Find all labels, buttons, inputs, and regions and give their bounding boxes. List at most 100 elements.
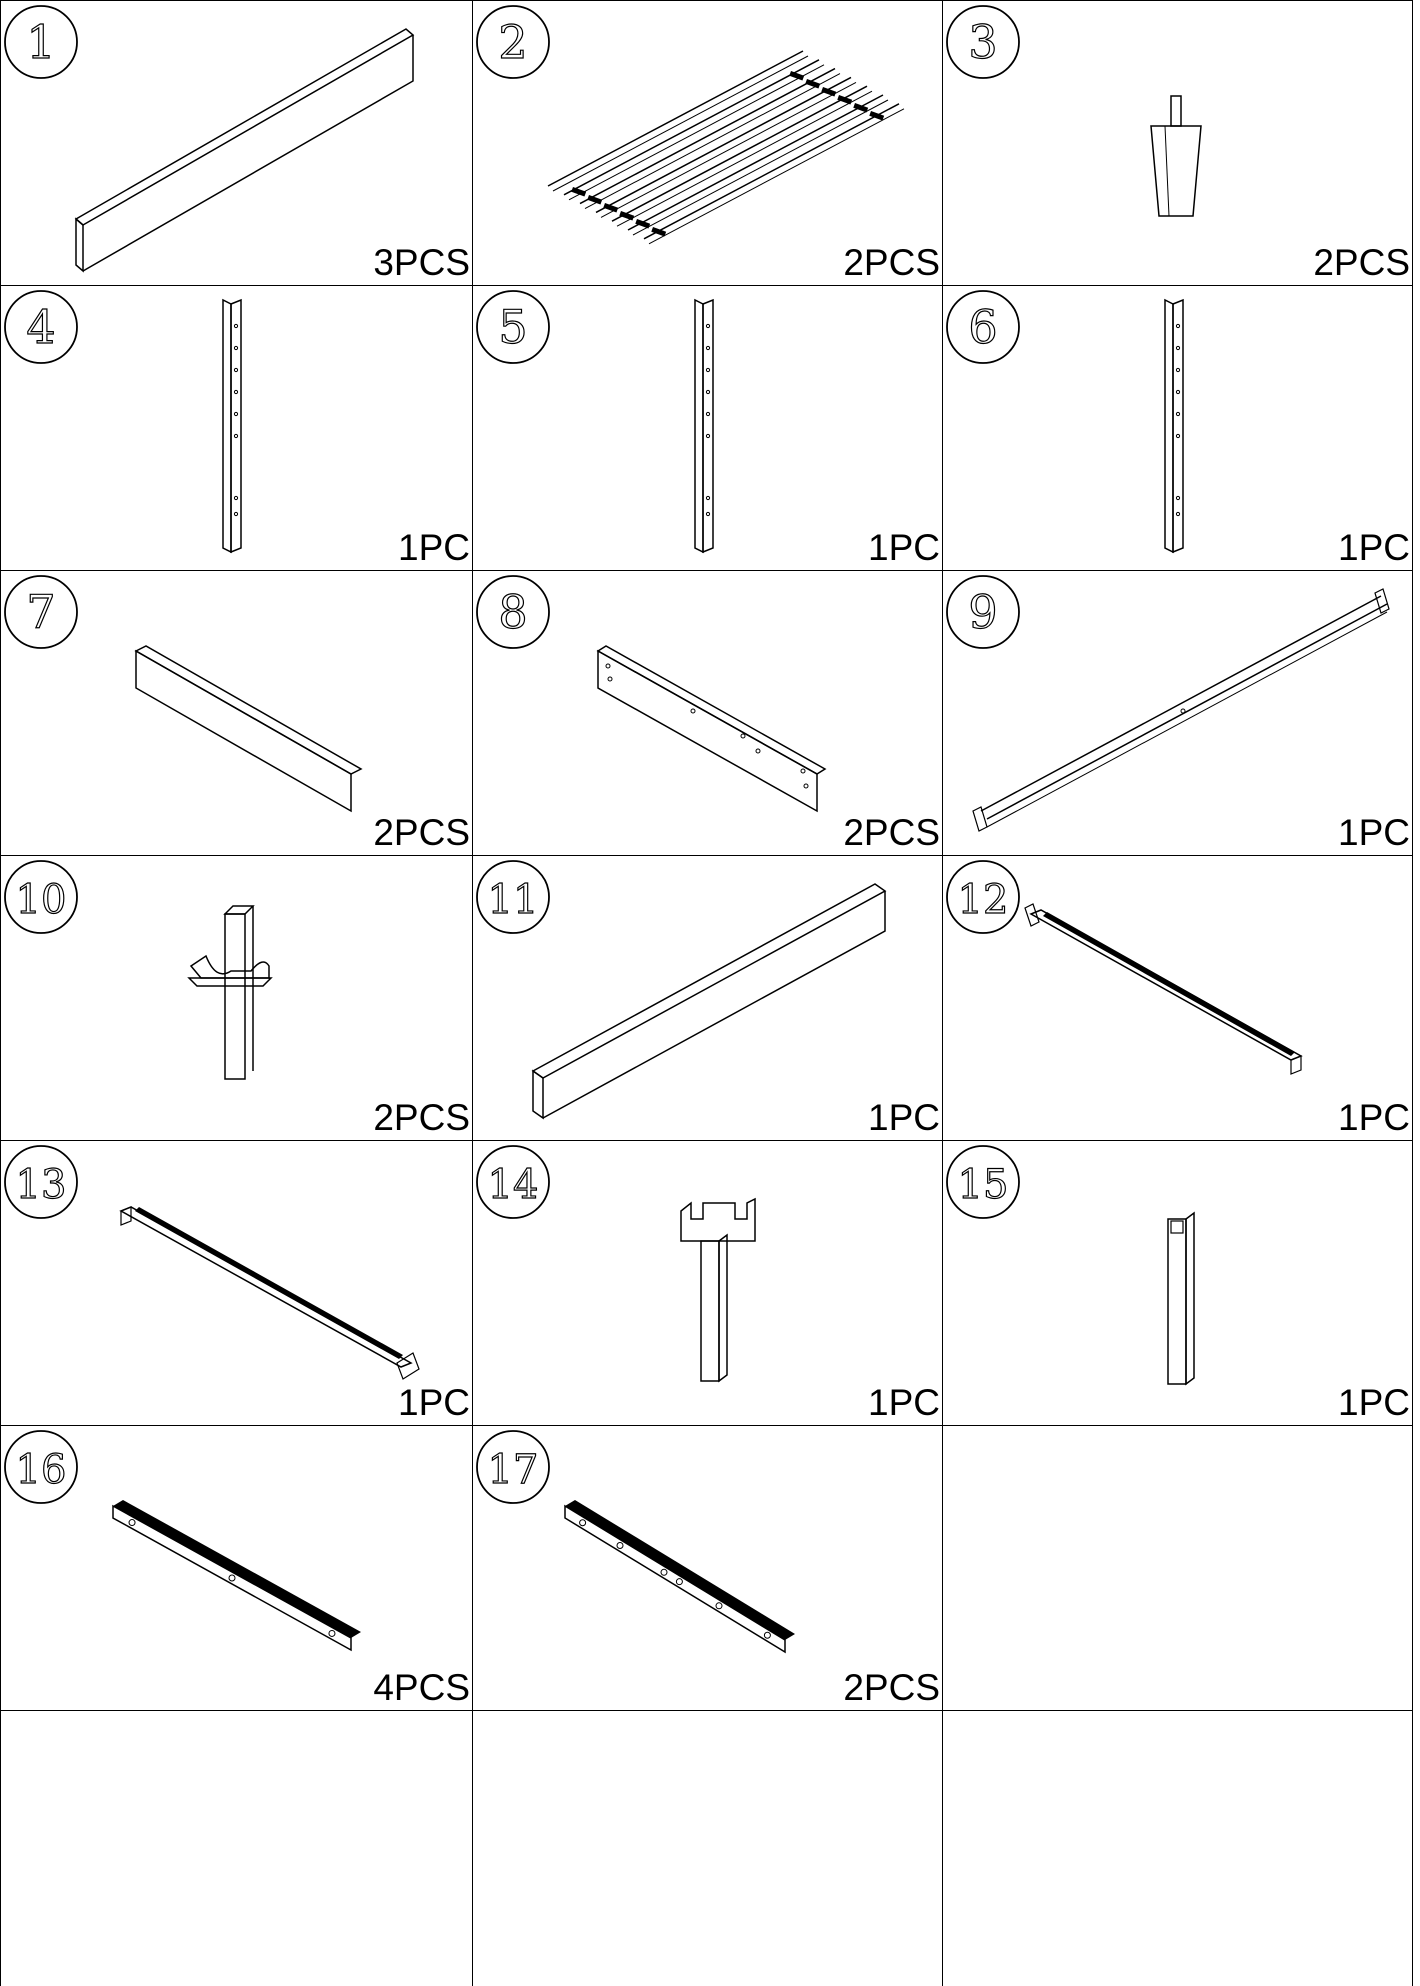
part-number: 1 xyxy=(26,15,55,69)
part-number: 4 xyxy=(26,300,55,354)
badge-circle xyxy=(4,5,78,79)
part-cell: 3 2PCS xyxy=(943,1,1412,285)
drilled-bar-icon xyxy=(112,1500,361,1652)
long-flat-board-icon xyxy=(74,28,415,273)
metal-channel-rail-icon xyxy=(119,1206,420,1380)
metal-rail-icon xyxy=(972,588,1390,832)
square-beam-icon xyxy=(531,883,887,1120)
part-quantity: 1PC xyxy=(868,1097,940,1138)
part-number: 10 xyxy=(16,877,67,923)
part-number-badge: 11 xyxy=(476,860,550,934)
metal-channel-rail-icon xyxy=(1024,903,1303,1075)
part-number-badge: 8 xyxy=(476,575,550,649)
part-number: 3 xyxy=(968,15,997,69)
badge-circle xyxy=(476,575,550,649)
part-quantity: 4PCS xyxy=(373,1667,470,1708)
badge-circle xyxy=(946,290,1020,364)
drilled-post-icon xyxy=(1164,298,1184,554)
part-cell: 17 2PCS xyxy=(473,1426,942,1710)
part-quantity: 1PC xyxy=(868,1382,940,1423)
part-number-badge: 5 xyxy=(476,290,550,364)
grid-vertical-line xyxy=(1412,0,1413,1986)
part-number-badge: 12 xyxy=(946,860,1020,934)
part-number-badge: 16 xyxy=(4,1430,78,1504)
badge-circle xyxy=(476,1430,550,1504)
part-cell: 13 1PC xyxy=(1,1141,472,1425)
grid-horizontal-line xyxy=(0,1425,1413,1426)
part-number: 5 xyxy=(498,300,527,354)
part-number: 13 xyxy=(16,1162,67,1208)
part-quantity: 2PCS xyxy=(843,1667,940,1708)
part-number: 17 xyxy=(488,1447,539,1493)
badge-circle xyxy=(4,290,78,364)
badge-circle xyxy=(4,1145,78,1219)
part-quantity: 1PC xyxy=(398,527,470,568)
part-cell: 9 1PC xyxy=(943,571,1412,855)
part-number-badge: 2 xyxy=(476,5,550,79)
grid-vertical-line xyxy=(472,0,473,1986)
badge-circle xyxy=(476,860,550,934)
part-quantity: 2PCS xyxy=(843,812,940,853)
part-cell: 5 1PC xyxy=(473,286,942,570)
tapered-leg-icon xyxy=(1150,95,1202,217)
part-quantity: 1PC xyxy=(868,527,940,568)
part-quantity: 1PC xyxy=(1338,527,1410,568)
part-number-badge: 15 xyxy=(946,1145,1020,1219)
badge-circle xyxy=(476,1145,550,1219)
part-cell: 16 4PCS xyxy=(1,1426,472,1710)
empty-cell xyxy=(1,1711,472,1986)
badge-circle xyxy=(946,5,1020,79)
part-quantity: 1PC xyxy=(1338,812,1410,853)
part-quantity: 2PCS xyxy=(843,242,940,283)
badge-circle xyxy=(946,860,1020,934)
badge-circle xyxy=(946,1145,1020,1219)
part-number: 9 xyxy=(968,585,997,639)
part-number: 14 xyxy=(488,1162,539,1208)
grid-horizontal-line xyxy=(0,1140,1413,1141)
part-number: 12 xyxy=(958,877,1009,923)
part-cell: 10 2PCS xyxy=(1,856,472,1140)
part-number: 15 xyxy=(958,1162,1009,1208)
part-cell: 15 1PC xyxy=(943,1141,1412,1425)
empty-cell xyxy=(943,1426,1412,1710)
support-leg-icon xyxy=(1167,1211,1195,1386)
part-cell: 11 1PC xyxy=(473,856,942,1140)
short-board-icon xyxy=(134,645,363,813)
part-number-badge: 9 xyxy=(946,575,1020,649)
part-cell: 14 1PC xyxy=(473,1141,942,1425)
badge-circle xyxy=(476,5,550,79)
part-number: 8 xyxy=(498,585,527,639)
part-quantity: 2PCS xyxy=(1313,242,1410,283)
part-number: 6 xyxy=(968,300,997,354)
part-number-badge: 7 xyxy=(4,575,78,649)
badge-circle xyxy=(4,1430,78,1504)
part-number-badge: 17 xyxy=(476,1430,550,1504)
part-number: 11 xyxy=(488,877,539,923)
part-quantity: 1PC xyxy=(1338,1382,1410,1423)
part-number: 16 xyxy=(16,1447,67,1493)
drilled-post-icon xyxy=(694,298,714,554)
part-number-badge: 13 xyxy=(4,1145,78,1219)
grid-horizontal-line xyxy=(0,855,1413,856)
part-cell: 8 2PCS xyxy=(473,571,942,855)
part-quantity: 2PCS xyxy=(373,1097,470,1138)
part-cell: 2 2PCS xyxy=(473,1,942,285)
grid-horizontal-line xyxy=(0,1710,1413,1711)
badge-circle xyxy=(4,860,78,934)
badge-circle xyxy=(4,575,78,649)
part-quantity: 3PCS xyxy=(373,242,470,283)
grid-vertical-line xyxy=(942,0,943,1986)
slat-roll-icon xyxy=(547,50,905,245)
bracket-post-icon xyxy=(187,905,273,1080)
part-number-badge: 10 xyxy=(4,860,78,934)
part-cell: 1 3PCS xyxy=(1,1,472,285)
part-quantity: 1PC xyxy=(398,1382,470,1423)
part-number-badge: 1 xyxy=(4,5,78,79)
drilled-rail-board-icon xyxy=(596,645,827,813)
drilled-post-icon xyxy=(222,298,242,554)
part-number-badge: 4 xyxy=(4,290,78,364)
empty-cell xyxy=(943,1711,1412,1986)
